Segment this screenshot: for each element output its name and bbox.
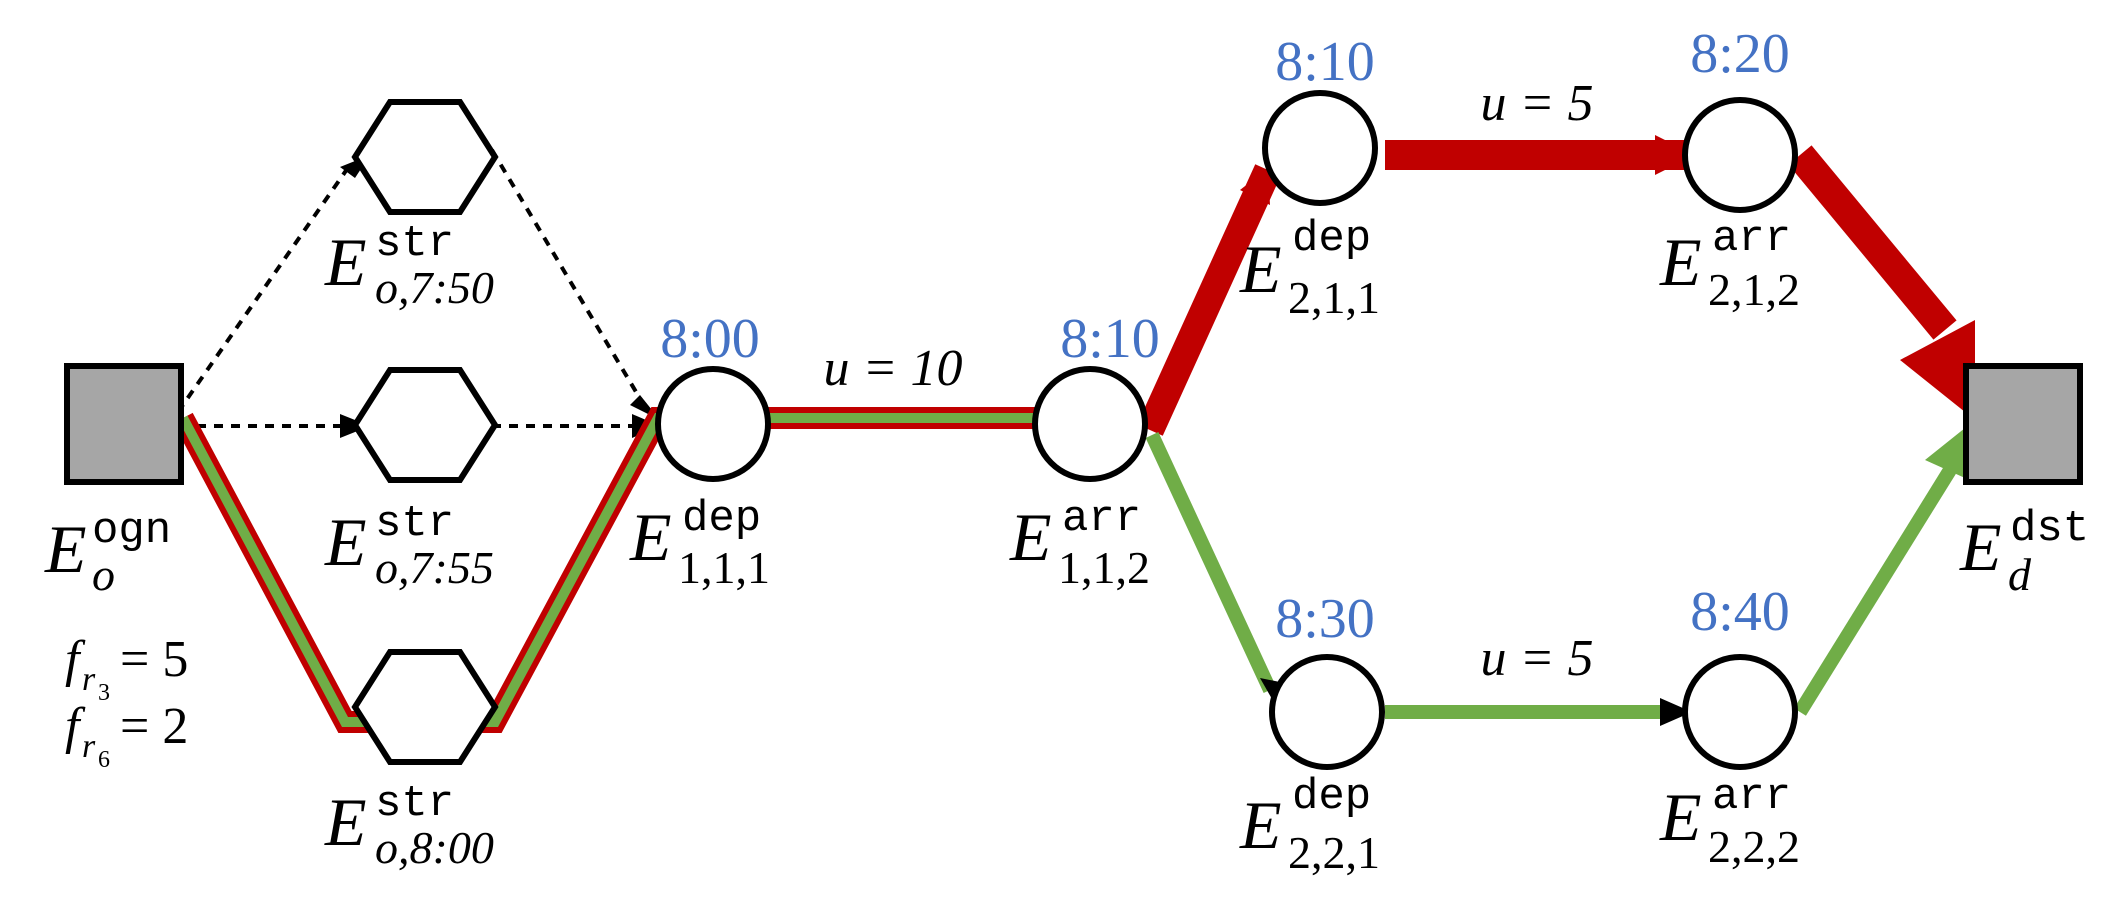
caption-e211-sup: dep — [1292, 214, 1371, 264]
time-e221: 8:30 — [1275, 588, 1375, 650]
caption-e112-sub: 1,1,2 — [1058, 542, 1150, 593]
edge-label-line1: u = 10 — [823, 340, 962, 397]
red-arrowhead-dest — [1900, 320, 1975, 420]
caption-e112-base: E — [1009, 499, 1052, 575]
time-e112: 8:10 — [1060, 308, 1160, 370]
caption-e211-base: E — [1239, 231, 1282, 307]
caption-e222: E arr 2,2,2 — [1659, 772, 1800, 872]
freq-r3-r: r — [82, 661, 96, 698]
dotted-edges — [176, 148, 650, 428]
str750-node — [351, 99, 499, 215]
shared-route — [173, 407, 1040, 733]
node-captions: E ogn o E str o,7:50 E str o,7:55 E str … — [44, 214, 2089, 878]
caption-str755-sub: o,7:55 — [375, 542, 494, 593]
caption-str755: E str o,7:55 — [324, 499, 494, 593]
green-arrowhead-dest — [1925, 420, 1975, 478]
edge-label-line22: u = 5 — [1480, 630, 1593, 687]
shared-route-green-core — [178, 413, 1040, 727]
caption-str750-base: E — [324, 224, 367, 300]
edge-labels: u = 10 u = 5 u = 5 — [823, 75, 1593, 687]
caption-str800-sup: str — [375, 779, 454, 829]
caption-str800: E str o,8:00 — [324, 779, 494, 873]
time-e211: 8:10 — [1275, 31, 1375, 93]
red-arrowheads — [1240, 135, 1975, 420]
caption-str750: E str o,7:50 — [324, 219, 494, 313]
frequency-r6: f r 6 = 2 — [65, 698, 188, 773]
caption-e222-sub: 2,2,2 — [1708, 821, 1800, 872]
caption-e111-sub: 1,1,1 — [678, 542, 770, 593]
caption-e212-base: E — [1659, 224, 1702, 300]
caption-e221: E dep 2,2,1 — [1239, 772, 1380, 878]
caption-origin-base: E — [44, 511, 87, 587]
destination-node — [1963, 363, 2083, 485]
caption-e112-sup: arr — [1062, 494, 1141, 544]
freq-r6-r: r — [82, 728, 96, 765]
caption-e221-sub: 2,2,1 — [1288, 827, 1380, 878]
red-edge-e112-to-e211 — [1137, 164, 1281, 436]
e111-node — [655, 366, 771, 482]
green-arrowhead-e222 — [1660, 698, 1692, 726]
edge-label-line21: u = 5 — [1480, 75, 1593, 132]
green-edge-e112-to-e221 — [1145, 432, 1277, 693]
caption-dest: E dst d — [1959, 504, 2089, 600]
caption-e212-sub: 2,1,2 — [1708, 264, 1800, 315]
nodes — [64, 90, 2083, 770]
red-arrowhead-e211 — [1240, 168, 1270, 205]
red-route — [1137, 140, 1957, 436]
caption-str755-sup: str — [375, 499, 454, 549]
e211-node — [1262, 90, 1378, 206]
caption-origin-sup: ogn — [92, 506, 171, 556]
green-route — [1145, 432, 1956, 719]
red-edge-e212-to-dest — [1788, 145, 1957, 340]
caption-str755-base: E — [324, 504, 367, 580]
frequency-r3: f r 3 = 5 — [65, 631, 188, 706]
caption-e212: E arr 2,1,2 — [1659, 214, 1800, 315]
caption-e211-sub: 2,1,1 — [1288, 272, 1380, 323]
time-e212: 8:20 — [1690, 23, 1790, 85]
green-edge-e222-to-dest — [1794, 466, 1956, 716]
caption-str800-base: E — [324, 784, 367, 860]
str800-node — [351, 649, 499, 765]
caption-e221-sup: dep — [1292, 772, 1371, 822]
caption-e221-base: E — [1239, 787, 1282, 863]
caption-e112: E arr 1,1,2 — [1009, 494, 1150, 593]
caption-str750-sub: o,7:50 — [375, 262, 494, 313]
str755-node — [351, 367, 499, 483]
freq-r6-value: = 2 — [120, 698, 188, 755]
caption-str800-sub: o,8:00 — [375, 822, 494, 873]
caption-str750-sup: str — [375, 219, 454, 269]
red-arrowhead-e212 — [1655, 135, 1695, 175]
caption-e222-base: E — [1659, 779, 1702, 855]
caption-e111-sup: dep — [682, 494, 761, 544]
edge-str750-to-e111 — [490, 148, 650, 414]
caption-e222-sup: arr — [1712, 772, 1791, 822]
freq-r6-idx: 6 — [98, 747, 110, 773]
caption-dest-base: E — [1959, 509, 2002, 585]
origin-node — [64, 363, 184, 485]
freq-r3-value: = 5 — [120, 631, 188, 688]
caption-dest-sub: d — [2008, 549, 2032, 600]
caption-dest-sup: dst — [2010, 504, 2089, 554]
caption-e211: E dep 2,1,1 — [1239, 214, 1380, 323]
shared-route-red-outline — [173, 407, 1040, 733]
caption-e111: E dep 1,1,1 — [629, 494, 770, 593]
freq-r3-idx: 3 — [98, 680, 110, 706]
caption-origin: E ogn o — [44, 506, 171, 600]
time-e111: 8:00 — [660, 308, 760, 370]
e221-node — [1269, 654, 1385, 770]
e112-node — [1032, 366, 1148, 482]
caption-e111-base: E — [629, 499, 672, 575]
caption-e212-sup: arr — [1712, 214, 1791, 264]
e212-node — [1682, 97, 1798, 213]
e222-node — [1682, 654, 1798, 770]
time-labels: 8:00 8:10 8:10 8:20 8:30 8:40 — [660, 23, 1790, 650]
frequency-labels: f r 3 = 5 f r 6 = 2 — [65, 631, 188, 773]
caption-origin-sub: o — [92, 549, 115, 600]
time-e222: 8:40 — [1690, 581, 1790, 643]
